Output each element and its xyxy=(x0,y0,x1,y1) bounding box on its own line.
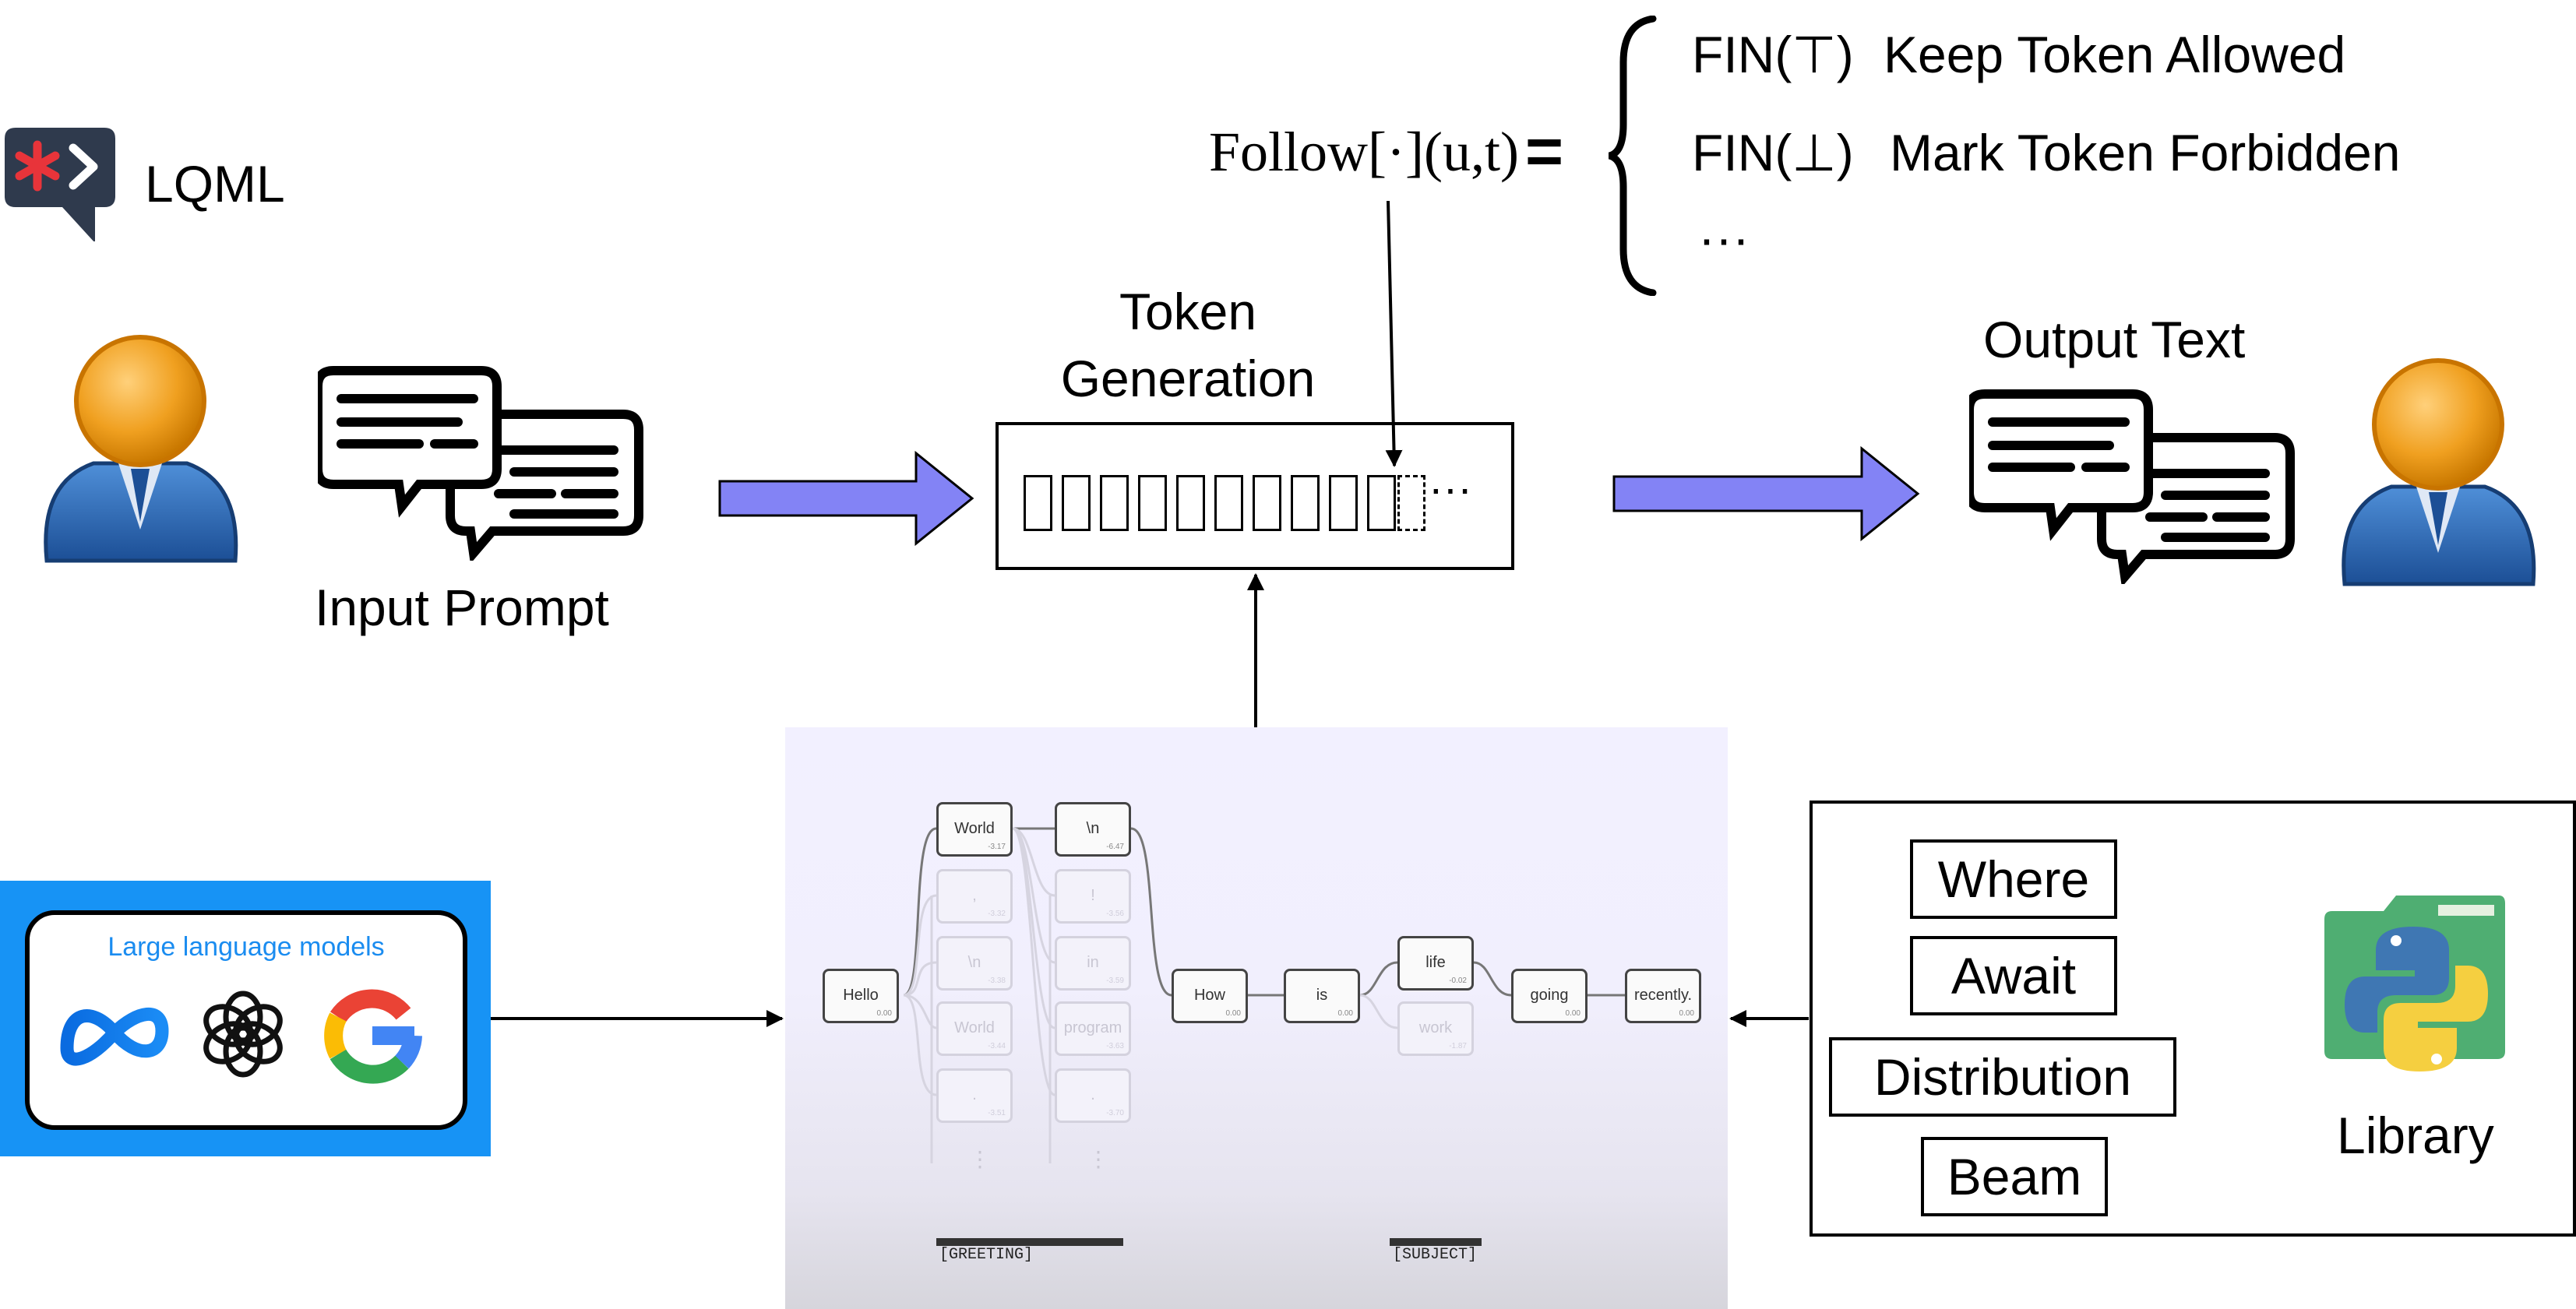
google-icon xyxy=(324,989,422,1084)
output-text-label: Output Text xyxy=(1983,311,2246,368)
case1-func: FIN(⊤) xyxy=(1692,26,1854,83)
token-ellipsis: ··· xyxy=(1429,463,1472,512)
greeting-tag: [GREETING] xyxy=(939,1246,1034,1264)
case1-text: Keep Token Allowed xyxy=(1884,26,2346,83)
keyword-distribution: Distribution xyxy=(1829,1037,2176,1117)
chat-bubbles-icon xyxy=(318,366,643,561)
beam-node: in-3.59 xyxy=(1055,936,1131,991)
library-label: Library xyxy=(2337,1107,2494,1164)
subject-tag: [SUBJECT] xyxy=(1393,1246,1478,1264)
subject-bar xyxy=(1390,1238,1482,1246)
user-avatar-icon xyxy=(2342,358,2536,586)
llm-title: Large language models xyxy=(107,932,385,962)
vdots: ⋮ xyxy=(969,1147,991,1171)
beam-node: \n-6.47 xyxy=(1055,802,1131,857)
follow-to-token-arrow xyxy=(1385,200,1403,467)
token-cell xyxy=(1291,475,1320,531)
keyword-where: Where xyxy=(1910,839,2117,919)
asterisk-chevron-speech-icon xyxy=(5,128,115,243)
token-cell xyxy=(1329,475,1358,531)
input-prompt-label: Input Prompt xyxy=(315,579,609,636)
candidate-token-cell xyxy=(1397,475,1425,531)
lqml-title: LQML xyxy=(145,155,285,213)
beam-node: .-3.70 xyxy=(1055,1068,1131,1123)
left-brace-icon xyxy=(1608,16,1657,296)
case2-func: FIN(⊥) xyxy=(1692,124,1854,181)
meta-icon xyxy=(60,1007,169,1066)
lqml-logo xyxy=(2,125,118,243)
follow-equals: = xyxy=(1525,114,1564,188)
follow-lhs: Follow[·](u,t) xyxy=(1209,121,1519,183)
token-cell xyxy=(1024,475,1052,531)
keyword-beam: Beam xyxy=(1921,1137,2108,1216)
keyword-await: Await xyxy=(1910,936,2117,1015)
beam-node: ,-3.32 xyxy=(936,869,1013,924)
beam-edges xyxy=(903,827,1625,1163)
token-cell xyxy=(1062,475,1091,531)
case3-ellipsis: ··· xyxy=(1698,209,1750,267)
beam-node: !-3.56 xyxy=(1055,869,1131,924)
token-cell xyxy=(1100,475,1129,531)
python-folder-icon xyxy=(2324,896,2505,1071)
beam-node: recently.0.00 xyxy=(1625,969,1701,1023)
beam-node: program-3.63 xyxy=(1055,1001,1131,1056)
beam-node: World-3.44 xyxy=(936,1001,1013,1056)
token-cell xyxy=(1253,475,1281,531)
vdots: ⋮ xyxy=(1087,1147,1109,1171)
beam-node: .-3.51 xyxy=(936,1068,1013,1123)
generation-to-output-arrow xyxy=(1612,445,1920,542)
token-generation-title-line1: Token xyxy=(1119,283,1257,340)
case2-text: Mark Token Forbidden xyxy=(1890,124,2401,181)
beam-node: work-1.87 xyxy=(1397,1001,1474,1056)
token-generation-title-line2: Generation xyxy=(1060,350,1316,407)
openai-icon xyxy=(203,991,283,1078)
token-cell xyxy=(1138,475,1167,531)
token-cell xyxy=(1176,475,1205,531)
user-avatar-icon xyxy=(44,335,238,563)
chat-bubbles-icon xyxy=(1969,389,2295,584)
input-to-generation-arrow xyxy=(718,450,974,547)
beam-node: life-0.02 xyxy=(1397,936,1474,991)
beam-node: \n-3.38 xyxy=(936,936,1013,991)
token-generation-box: ··· xyxy=(996,422,1514,570)
greeting-bar xyxy=(936,1238,1123,1246)
token-cell xyxy=(1367,475,1396,531)
beam-node: World-3.17 xyxy=(936,802,1013,857)
token-cell xyxy=(1214,475,1243,531)
